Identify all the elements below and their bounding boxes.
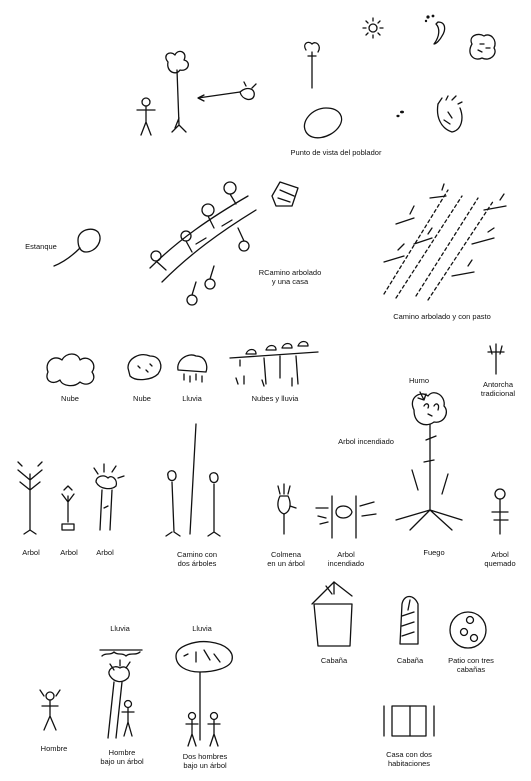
burnt-tree-icon: [315, 495, 377, 539]
man-icon: [39, 689, 61, 731]
torch-icon-top: [304, 41, 320, 89]
label-humo: Humo: [408, 376, 429, 385]
stars-icon: [424, 14, 435, 23]
fire-tree-icon: [395, 391, 463, 531]
traditional-torch-icon: [487, 343, 505, 375]
rain-cloud-icon: [177, 354, 208, 383]
label-fuego: Fuego: [423, 548, 445, 557]
label-nube-2: Nube: [133, 394, 151, 403]
boulder-icon: [303, 107, 343, 139]
label-nube-1: Nube: [61, 394, 79, 403]
tree-icon-3: [93, 463, 125, 531]
label-punto-vista: Punto de vista del poblador: [290, 148, 382, 157]
house-two-rooms-icon: [383, 705, 435, 737]
label-arbol-incendiado-top: Arbol incendiado: [338, 437, 394, 446]
scorched-tree-icon: [491, 488, 509, 535]
hut-icon-1: [311, 581, 353, 647]
label-lluvia-2: Lluvia: [192, 624, 212, 633]
label-nubes-lluvia: Nubes y lluvia: [251, 394, 299, 403]
person-figure-top: [136, 97, 156, 136]
beehive-tree-icon: [277, 483, 297, 535]
label-cabana-1: Cabaña: [320, 656, 348, 665]
cloud-icon-2: [127, 354, 162, 381]
label-estanque: Estanque: [25, 242, 57, 251]
two-men-under-tree-icon: [175, 640, 233, 747]
label-cabana-2: Cabaña: [396, 656, 424, 665]
label-hombre: Hombre: [40, 744, 68, 753]
label-lluvia-1: Lluvia: [110, 624, 130, 633]
label-arbol-2: Arbol: [60, 548, 78, 557]
patio-three-huts-icon: [449, 611, 487, 649]
cloud-icon-1: [46, 353, 95, 387]
man-under-tree-icon: [99, 649, 143, 739]
tree-icon-2: [61, 485, 75, 531]
seed-icon: [396, 110, 404, 118]
moon-icon: [433, 21, 446, 45]
label-arbol-1: Arbol: [22, 548, 40, 557]
label-arbol-3: Arbol: [96, 548, 114, 557]
hut-icon-2: [399, 595, 419, 645]
pond-icon: [53, 228, 101, 267]
torch-pointing-icon: [197, 81, 257, 102]
hand-icon: [436, 95, 463, 133]
tree-icon-1: [17, 461, 43, 535]
clouds-and-rain-icon: [229, 340, 319, 387]
tree-lined-road-house: [149, 181, 299, 306]
label-lluvia: Lluvia: [182, 394, 202, 403]
sun-icon: [362, 17, 384, 39]
tree-lined-road-grass: [383, 183, 507, 301]
road-two-trees-icon: [165, 423, 221, 537]
cloud-blob-icon: [469, 33, 496, 60]
tree-top: [165, 50, 189, 133]
label-camino-pasto: Camino arbolado y con pasto: [393, 312, 491, 321]
